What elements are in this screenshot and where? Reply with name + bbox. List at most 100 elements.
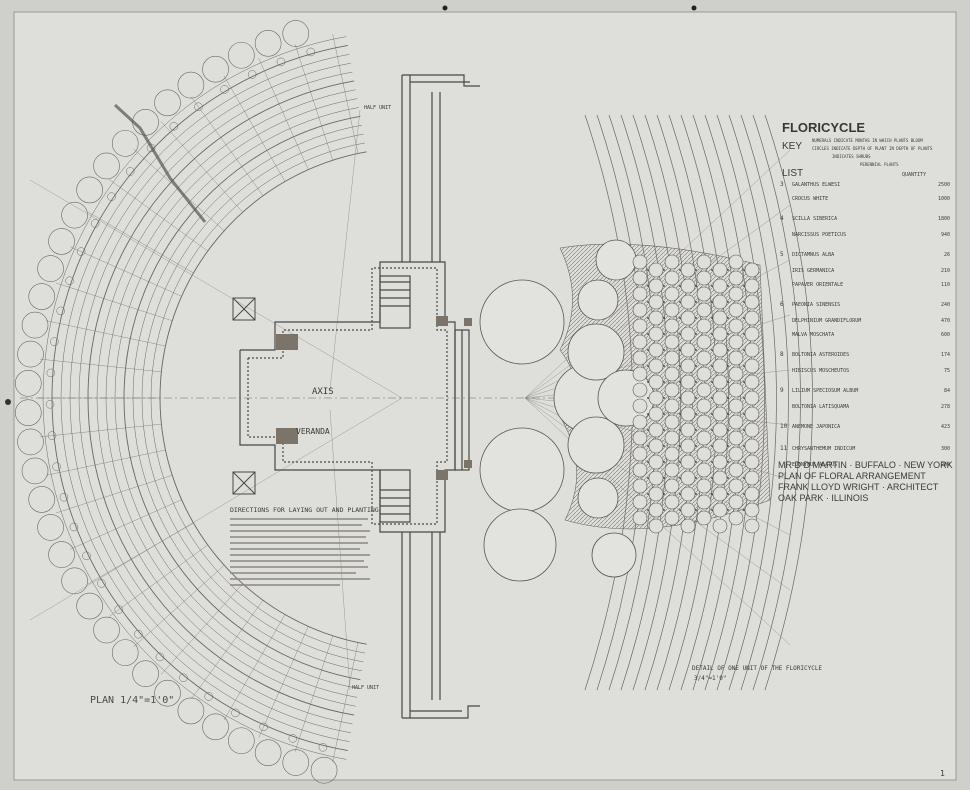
construction-line xyxy=(329,109,361,391)
plant-circle-small xyxy=(696,334,712,350)
plant-dot xyxy=(743,317,745,319)
plant-circle-small xyxy=(680,310,696,326)
plant-circle-small xyxy=(744,390,760,406)
shrub-circle xyxy=(132,660,159,688)
plant-marker xyxy=(56,306,65,316)
plant-circle-small xyxy=(744,470,760,486)
plant-dot xyxy=(727,413,729,415)
plant-circle-small xyxy=(632,302,648,318)
plant-name: PAEONIA SINENSIS xyxy=(792,302,840,308)
plant-dot xyxy=(663,285,665,287)
plant-circle-small xyxy=(744,502,760,518)
plant-circle-small xyxy=(728,430,744,446)
plant-dot xyxy=(663,397,665,399)
veranda-label: VERANDA xyxy=(296,427,330,436)
plant-dot xyxy=(711,349,713,351)
plant-marker xyxy=(247,70,257,79)
plant-circle-small xyxy=(632,270,648,286)
drawing-title: FLORICYCLE xyxy=(782,120,865,135)
shrub-circle xyxy=(177,71,205,99)
plant-marker xyxy=(125,167,135,176)
arc-radial xyxy=(56,282,173,321)
arc-radial xyxy=(160,121,243,213)
boundary-walls xyxy=(401,74,480,719)
plant-dot xyxy=(727,509,729,511)
plant-circle-small xyxy=(744,518,760,534)
plant-dot xyxy=(743,349,745,351)
shrub-circle xyxy=(228,41,255,69)
plant-dot xyxy=(727,317,729,319)
plant-circle-large xyxy=(567,323,625,381)
plant-circle-small xyxy=(696,366,712,382)
plant-circle-small xyxy=(680,358,696,374)
plant-dot xyxy=(647,493,649,495)
shrub-circle xyxy=(154,89,181,117)
plant-dot xyxy=(679,285,681,287)
plant-circle-small xyxy=(696,270,712,286)
plant-circle-small xyxy=(728,494,744,510)
plant-dot xyxy=(679,269,681,271)
plant-dot xyxy=(663,381,665,383)
plant-circle-small xyxy=(664,366,680,382)
plant-circle-small xyxy=(728,270,744,286)
plant-name: CROCUS WHITE xyxy=(792,196,828,202)
arc-radial xyxy=(294,635,333,752)
plant-dot xyxy=(647,317,649,319)
plant-dot xyxy=(679,413,681,415)
plant-circle-small xyxy=(664,430,680,446)
plant-dot xyxy=(679,397,681,399)
plant-circle-small xyxy=(696,382,712,398)
plant-circle-small xyxy=(680,278,696,294)
plant-circle-small xyxy=(648,278,664,294)
plant-marker xyxy=(114,605,124,614)
plant-circle-small xyxy=(632,414,648,430)
plant-circle-small xyxy=(712,310,728,326)
arc-radial xyxy=(258,626,309,738)
plant-circle-small xyxy=(712,422,728,438)
plant-circle-small xyxy=(712,342,728,358)
plant-circle-small xyxy=(648,390,664,406)
veranda-piers xyxy=(276,316,472,480)
plant-name: BOLTONIA LATISQUAMA xyxy=(792,404,849,410)
plant-dot xyxy=(743,461,745,463)
shrub-circle xyxy=(48,228,75,255)
plant-dot xyxy=(711,445,713,447)
plant-circle-small xyxy=(696,446,712,462)
plant-circle-small xyxy=(664,462,680,478)
plant-name: CHRYSANTHEMUM INDICUM xyxy=(792,446,855,452)
location-line: OAK PARK · ILLINOIS xyxy=(778,493,868,503)
arc-radial xyxy=(133,565,225,648)
plant-dot xyxy=(647,301,649,303)
plant-dot xyxy=(711,413,713,415)
plant-marker xyxy=(69,522,79,532)
plant-circle-small xyxy=(696,302,712,318)
plant-circle-small xyxy=(648,294,664,310)
plant-circle-small xyxy=(696,494,712,510)
shrub-circle xyxy=(93,152,120,180)
floricycle-detail-unit xyxy=(479,114,813,691)
plant-circle-small xyxy=(680,486,696,502)
arc-radial xyxy=(87,211,194,274)
arc-radial xyxy=(108,544,208,617)
veranda-building xyxy=(239,261,470,533)
smudge-stroke xyxy=(113,103,207,223)
plant-dot xyxy=(727,381,729,383)
plant-marker xyxy=(276,57,286,67)
plant-circle-small xyxy=(728,382,744,398)
arc-radial xyxy=(46,320,166,347)
plant-circle-small xyxy=(744,294,760,310)
plant-circle-small xyxy=(632,382,648,398)
plant-quantity: 110 xyxy=(941,282,950,288)
plant-circle-small xyxy=(664,318,680,334)
pin-hole xyxy=(5,399,11,405)
plant-dot xyxy=(647,381,649,383)
plant-circle-small xyxy=(712,470,728,486)
shrub-circle xyxy=(28,283,56,310)
plant-circle-small xyxy=(744,310,760,326)
plant-dot xyxy=(647,461,649,463)
plant-circle-small xyxy=(712,262,728,278)
plant-circle-small xyxy=(712,486,728,502)
plant-quantity: 210 xyxy=(941,268,950,274)
plant-quantity: 423 xyxy=(941,424,950,430)
plant-marker xyxy=(76,247,86,256)
